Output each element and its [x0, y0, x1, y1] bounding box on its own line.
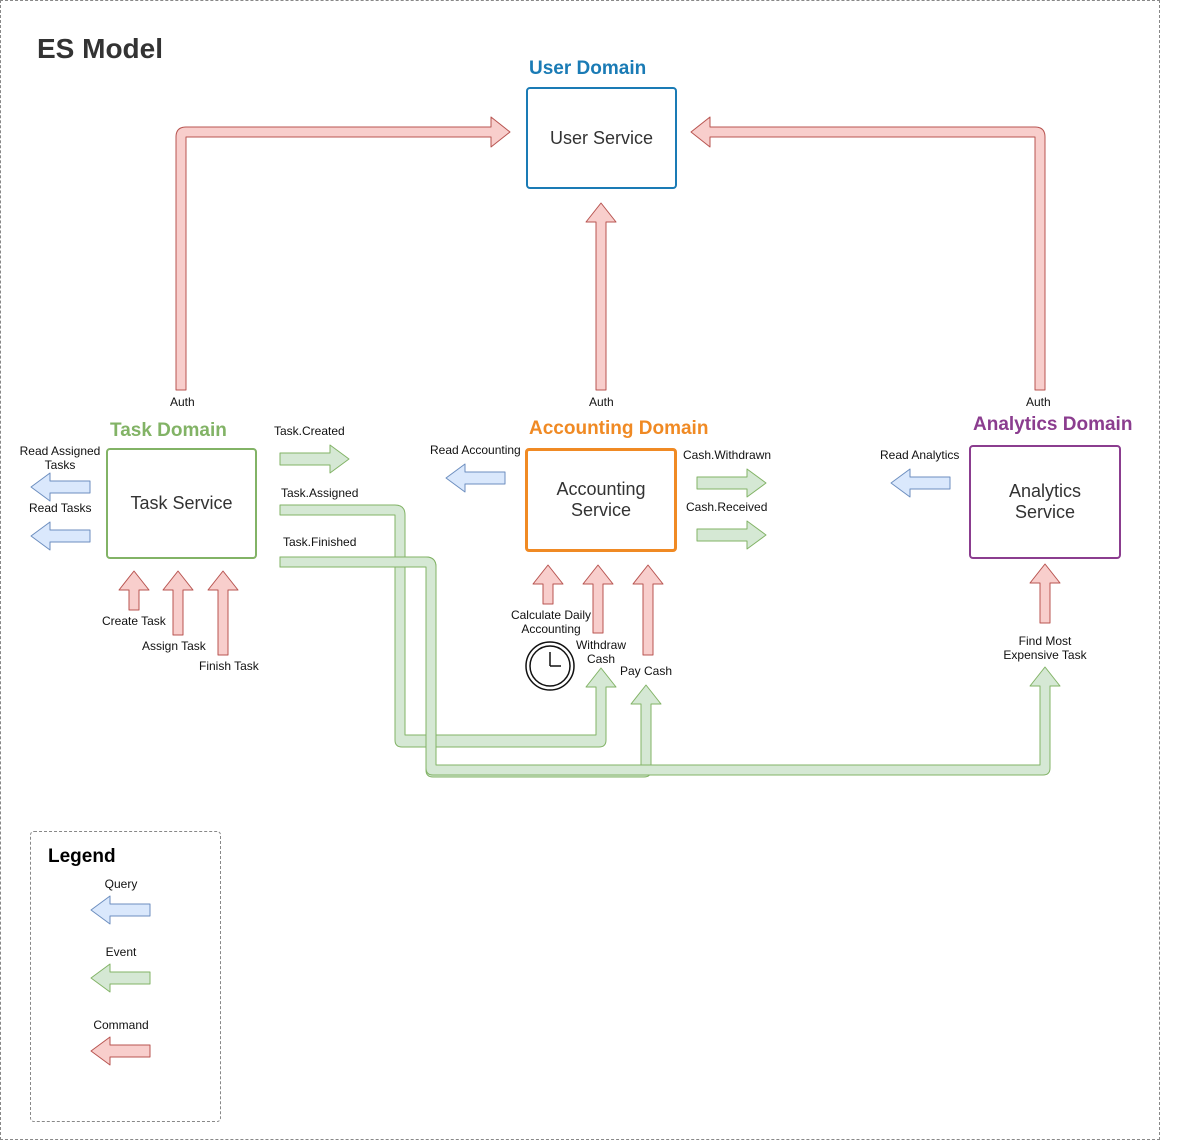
user-domain-label: User Domain: [529, 58, 647, 79]
find-most-expensive-arrow: [1029, 563, 1061, 624]
cash-withdrawn-label: Cash.Withdrawn: [683, 448, 772, 462]
task-assigned-label: Task.Assigned: [281, 486, 359, 500]
legend: Legend Query Event Command: [30, 831, 221, 1122]
auth-analytics-arrow: [690, 116, 1046, 391]
read-accounting-label: Read Accounting: [430, 443, 521, 457]
withdraw-cash-label: Withdraw Cash: [575, 638, 626, 666]
analytics-service-box[interactable]: Analytics Service: [969, 445, 1121, 559]
read-assigned-tasks-arrow: [30, 472, 91, 502]
calculate-daily-arrow: [532, 564, 564, 605]
diagram-frame: [0, 0, 1160, 1140]
task-domain-label: Task Domain: [110, 420, 227, 441]
task-created-arrow: [279, 444, 350, 474]
cash-withdrawn-arrow: [696, 468, 767, 498]
analytics-domain-label: Analytics Domain: [973, 414, 1133, 435]
user-service-box[interactable]: User Service: [526, 87, 677, 189]
auth-accounting-arrow: [585, 202, 617, 391]
calculate-daily-label: Calculate Daily Accounting: [510, 608, 592, 636]
read-assigned-tasks-label: Read Assigned Tasks: [19, 444, 101, 472]
auth-analytics-label: Auth: [1026, 395, 1051, 409]
auth-task-arrow: [175, 116, 511, 391]
page-title: ES Model: [37, 33, 164, 64]
legend-command-arrow: [90, 1036, 151, 1066]
cash-received-arrow: [696, 520, 767, 550]
accounting-service-box[interactable]: Accounting Service: [525, 448, 677, 552]
legend-command-label: Command: [93, 1018, 149, 1032]
legend-event-arrow: [90, 963, 151, 993]
legend-event-label: Event: [105, 945, 137, 959]
create-task-arrow: [118, 570, 150, 611]
find-most-expensive-label: Find Most Expensive Task: [1003, 634, 1087, 662]
read-accounting-arrow: [445, 463, 506, 493]
task-created-label: Task.Created: [274, 424, 345, 438]
read-tasks-arrow: [30, 521, 91, 551]
finish-task-label: Finish Task: [199, 659, 259, 673]
assign-task-label: Assign Task: [142, 639, 206, 653]
legend-query-arrow: [90, 895, 151, 925]
auth-task-label: Auth: [170, 395, 195, 409]
task-finished-label: Task.Finished: [283, 535, 357, 549]
read-analytics-label: Read Analytics: [880, 448, 960, 462]
pay-cash-arrow: [632, 564, 664, 656]
legend-query-label: Query: [104, 877, 138, 891]
read-analytics-arrow: [890, 468, 951, 498]
cash-received-label: Cash.Received: [686, 500, 768, 514]
clock-icon: [525, 641, 575, 691]
assign-task-arrow: [162, 570, 194, 636]
finish-task-arrow: [207, 570, 239, 656]
legend-title: Legend: [48, 846, 116, 867]
withdraw-cash-arrow: [582, 564, 614, 634]
pay-cash-label: Pay Cash: [620, 664, 673, 678]
read-tasks-label: Read Tasks: [29, 501, 92, 515]
auth-accounting-label: Auth: [589, 395, 614, 409]
task-service-box[interactable]: Task Service: [106, 448, 257, 559]
accounting-domain-label: Accounting Domain: [529, 418, 709, 439]
create-task-label: Create Task: [102, 614, 166, 628]
task-finished-route-analytics: [279, 556, 1061, 776]
task-assigned-route: [279, 504, 617, 748]
